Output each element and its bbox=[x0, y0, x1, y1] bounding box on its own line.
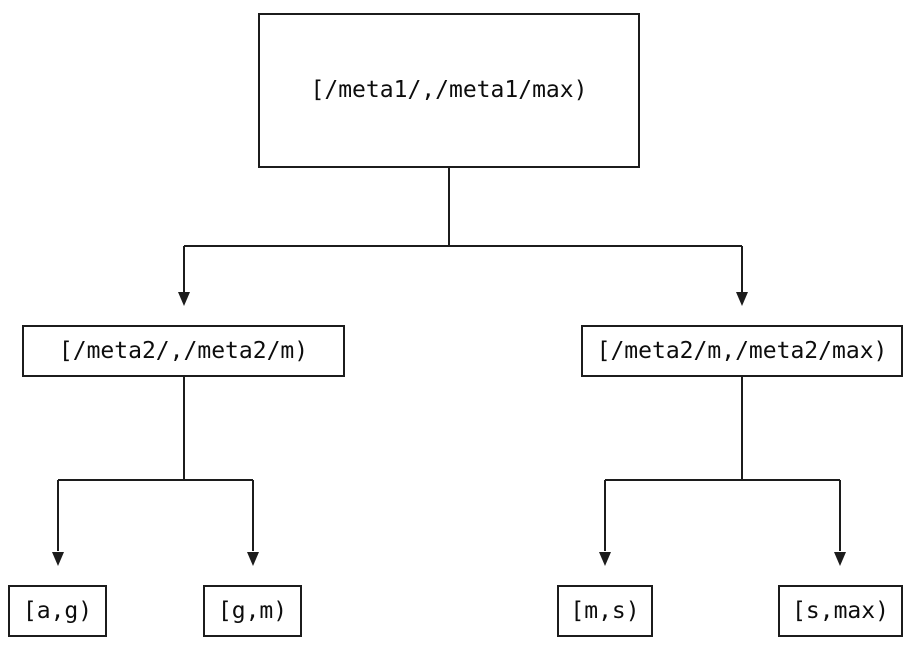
connector-root-to-children bbox=[178, 168, 748, 306]
arrow-down-icon bbox=[52, 552, 64, 566]
connector-line bbox=[57, 377, 254, 551]
connector-meta2-high-to-leaves bbox=[599, 377, 846, 566]
node-meta2-high-range: [/meta2/m,/meta2/max) bbox=[581, 325, 903, 377]
connector-meta2-low-to-leaves bbox=[52, 377, 259, 566]
arrow-down-icon bbox=[599, 552, 611, 566]
arrow-down-icon bbox=[247, 552, 259, 566]
arrow-down-icon bbox=[178, 292, 190, 306]
node-range-g-m: [g,m) bbox=[203, 585, 302, 637]
connector-line bbox=[183, 168, 743, 292]
node-range-a-g: [a,g) bbox=[8, 585, 107, 637]
node-meta1-range: [/meta1/,/meta1/max) bbox=[258, 13, 640, 168]
node-meta2-low-range: [/meta2/,/meta2/m) bbox=[22, 325, 345, 377]
node-range-m-s: [m,s) bbox=[557, 585, 653, 637]
arrow-down-icon bbox=[736, 292, 748, 306]
arrow-down-icon bbox=[834, 552, 846, 566]
node-range-s-max: [s,max) bbox=[778, 585, 903, 637]
connector-line bbox=[604, 377, 841, 551]
